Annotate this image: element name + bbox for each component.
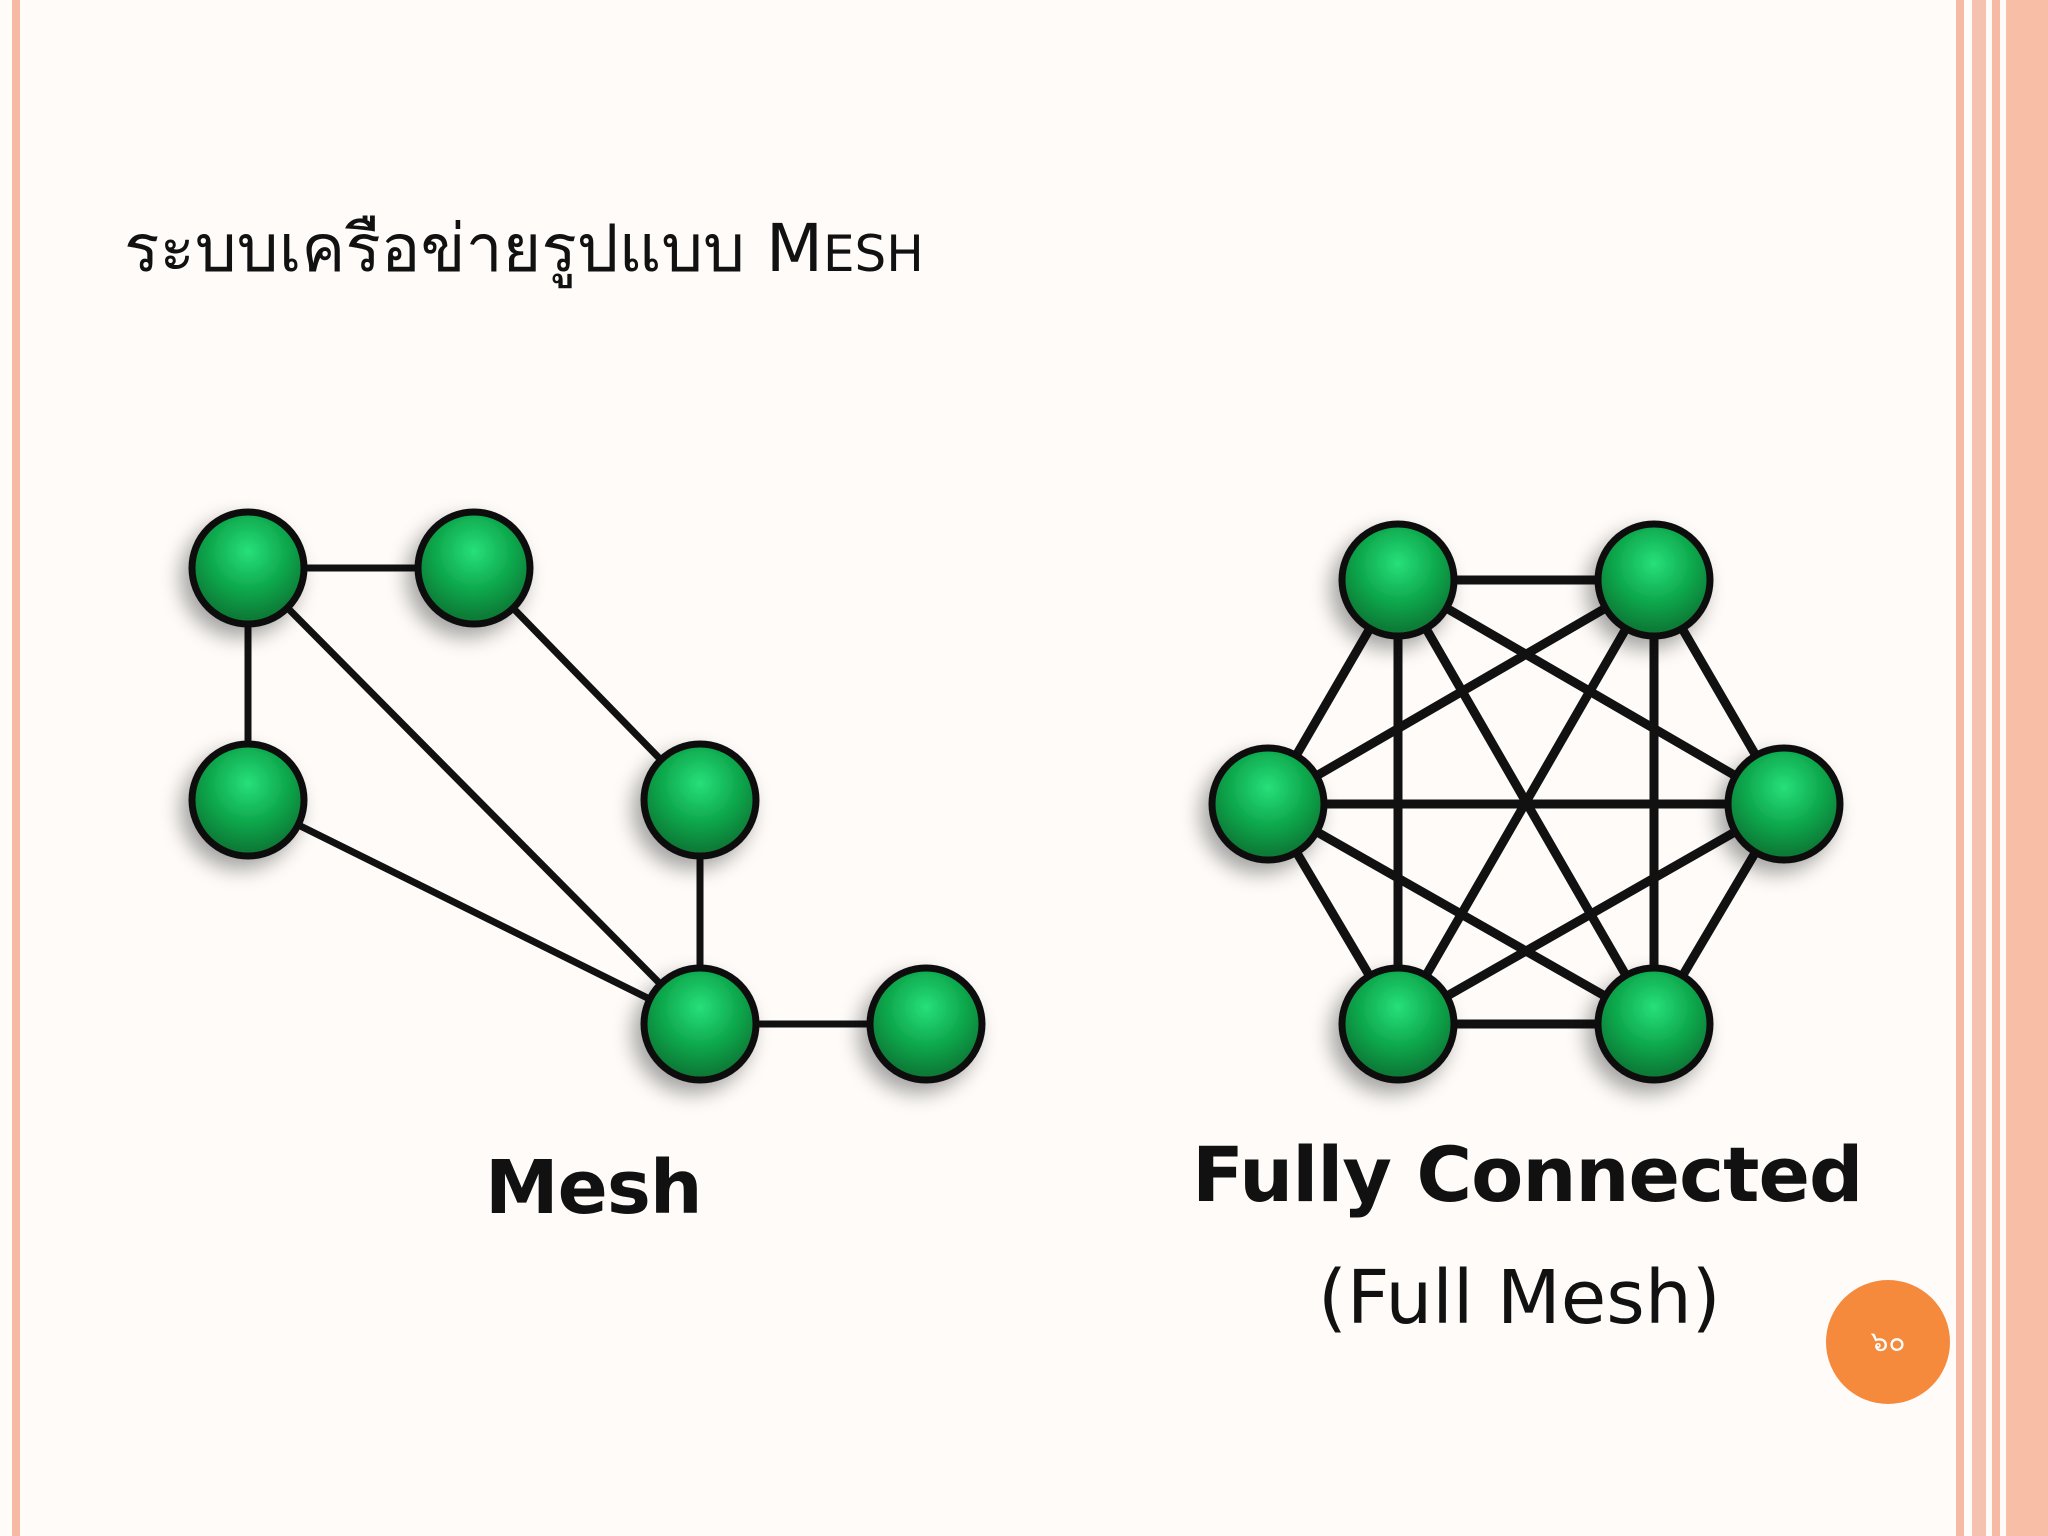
slide-title-rest: ESH bbox=[822, 225, 924, 283]
mesh-node-5 bbox=[866, 964, 986, 1084]
full-mesh-edges bbox=[1264, 575, 1788, 1029]
slide-title: ระบบเครือข่ายรูปแบบ MESH bbox=[124, 196, 924, 301]
mesh-node-2 bbox=[188, 740, 308, 860]
fully-connected-label: Fully Connected bbox=[1192, 1130, 1863, 1219]
slide-title-thai: ระบบเครือข่ายรูปแบบ bbox=[124, 210, 746, 287]
mesh-node-0 bbox=[188, 508, 308, 628]
mesh-node-3 bbox=[640, 740, 760, 860]
mesh-node-4 bbox=[640, 964, 760, 1084]
full-mesh-edge-5 bbox=[1265, 576, 1657, 808]
full-mesh-node-5 bbox=[1594, 964, 1714, 1084]
right-border-stripe-4 bbox=[2006, 0, 2048, 1536]
right-border-stripe-3 bbox=[1992, 0, 2000, 1536]
right-border-stripe-2 bbox=[1972, 0, 1986, 1536]
mesh-edges bbox=[244, 564, 926, 1028]
mesh-nodes bbox=[188, 508, 986, 1084]
full-mesh-node-3 bbox=[1724, 744, 1844, 864]
full-mesh-nodes bbox=[1208, 520, 1844, 1084]
page-number-badge: ๖๐ bbox=[1826, 1280, 1950, 1404]
mesh-label: Mesh bbox=[485, 1145, 703, 1231]
full-mesh-node-1 bbox=[1594, 520, 1714, 640]
mesh-edge-2 bbox=[245, 565, 703, 1027]
mesh-edge-4 bbox=[246, 796, 702, 1028]
full-mesh-node-2 bbox=[1208, 744, 1328, 864]
page-number: ๖๐ bbox=[1870, 1325, 1906, 1358]
full-mesh-edge-12 bbox=[1395, 800, 1787, 1028]
full-mesh-node-0 bbox=[1338, 520, 1458, 640]
mesh-node-1 bbox=[414, 508, 534, 628]
full-mesh-edge-11 bbox=[1265, 800, 1657, 1028]
full-mesh-sublabel: (Full Mesh) bbox=[1318, 1255, 1721, 1341]
slide-title-m: M bbox=[766, 210, 823, 287]
left-border bbox=[12, 0, 20, 1536]
full-mesh-node-4 bbox=[1338, 964, 1458, 1084]
right-border-stripe-1 bbox=[1956, 0, 1964, 1536]
